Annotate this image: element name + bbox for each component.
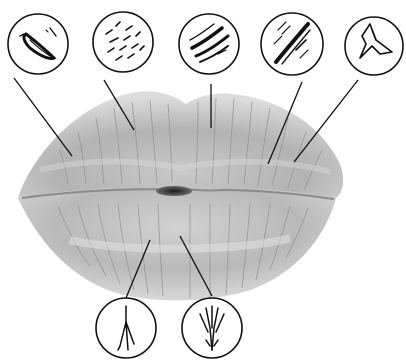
parallel-strokes-pattern-icon <box>179 14 239 74</box>
scattered-dashes-pattern-icon <box>93 12 153 72</box>
mouth-opening <box>156 186 192 196</box>
multi-branch-pattern-icon <box>182 298 242 358</box>
upper-lip <box>18 91 343 198</box>
leader-line-1 <box>14 78 72 156</box>
closed-loop-pattern-icon <box>8 14 68 74</box>
lower-lip <box>18 187 336 300</box>
y-branch-pattern-icon <box>345 17 403 75</box>
single-branch-pattern-icon <box>96 298 156 358</box>
lips <box>18 91 343 300</box>
crossing-strokes-pattern-icon <box>261 13 323 75</box>
